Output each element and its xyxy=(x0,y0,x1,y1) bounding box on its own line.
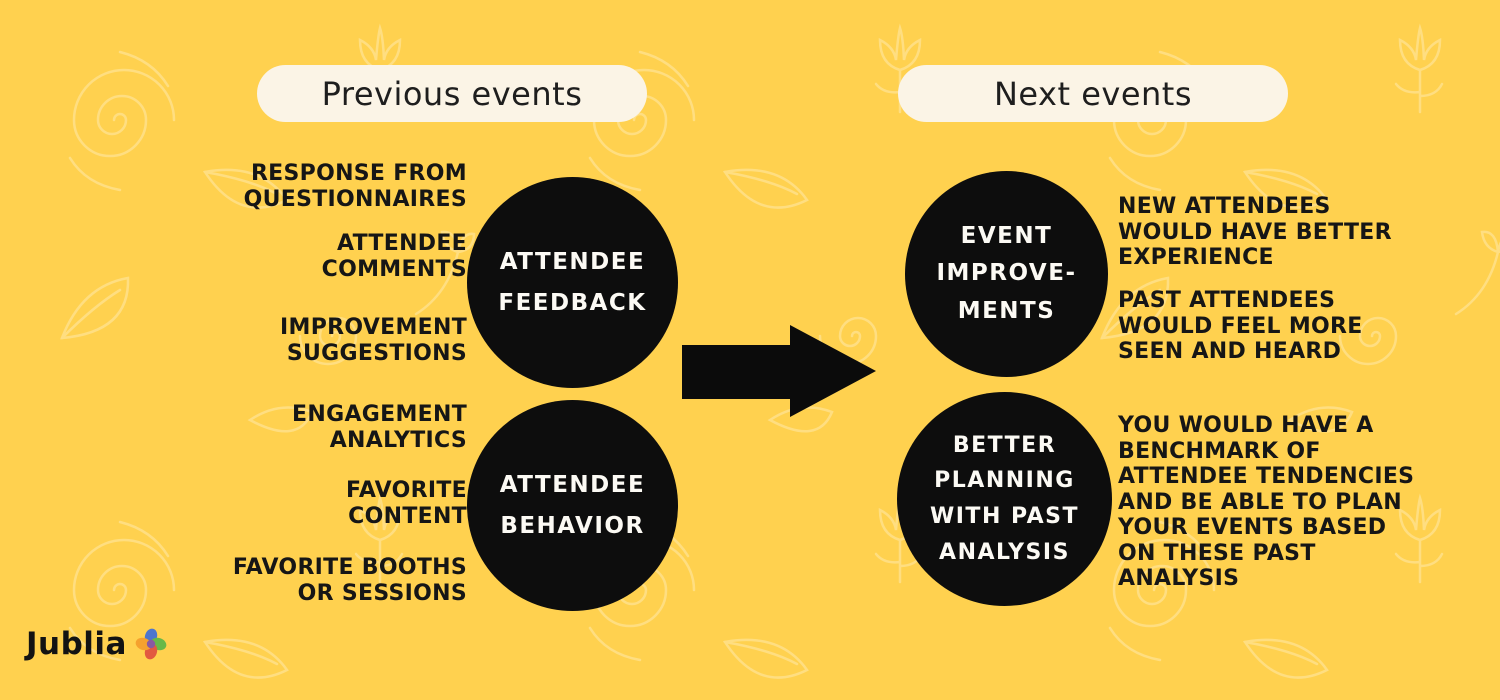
input-item-improvement-suggestions: IMPROVEMENT SUGGESTIONS xyxy=(280,315,467,366)
input-item-engagement-analytics: ENGAGEMENT ANALYTICS xyxy=(292,402,467,453)
brand-logo: Jublia xyxy=(26,626,168,662)
outcome-past-attendees-seen-heard: PAST ATTENDEES WOULD FEEL MORE SEEN AND … xyxy=(1118,288,1363,365)
flow-arrow-head xyxy=(790,325,876,417)
brand-wordmark: Jublia xyxy=(26,626,127,662)
attendee-feedback-circle: ATTENDEE FEEDBACK xyxy=(467,177,678,388)
event-improvements-circle: EVENT IMPROVE- MENTS xyxy=(905,171,1108,377)
next-events-title: Next events xyxy=(993,74,1193,113)
outcome-new-attendees-experience: NEW ATTENDEES WOULD HAVE BETTER EXPERIEN… xyxy=(1118,194,1392,271)
input-item-favorite-content: FAVORITE CONTENT xyxy=(346,478,467,529)
previous-events-title: Previous events xyxy=(321,74,583,113)
attendee-behavior-circle: ATTENDEE BEHAVIOR xyxy=(467,400,678,611)
jublia-flower-icon xyxy=(135,628,167,660)
previous-events-header-pill: Previous events xyxy=(257,65,647,122)
outcome-benchmark-planning: YOU WOULD HAVE A BENCHMARK OF ATTENDEE T… xyxy=(1118,413,1415,592)
next-events-header-pill: Next events xyxy=(898,65,1288,122)
better-planning-circle: BETTER PLANNING WITH PAST ANALYSIS xyxy=(897,392,1112,606)
input-item-favorite-booths-or-sessions: FAVORITE BOOTHS OR SESSIONS xyxy=(232,555,467,606)
flow-arrow-body xyxy=(682,345,792,399)
input-item-response-from-questionnaires: RESPONSE FROM QUESTIONNAIRES xyxy=(243,161,467,212)
input-item-attendee-comments: ATTENDEE COMMENTS xyxy=(321,231,467,282)
